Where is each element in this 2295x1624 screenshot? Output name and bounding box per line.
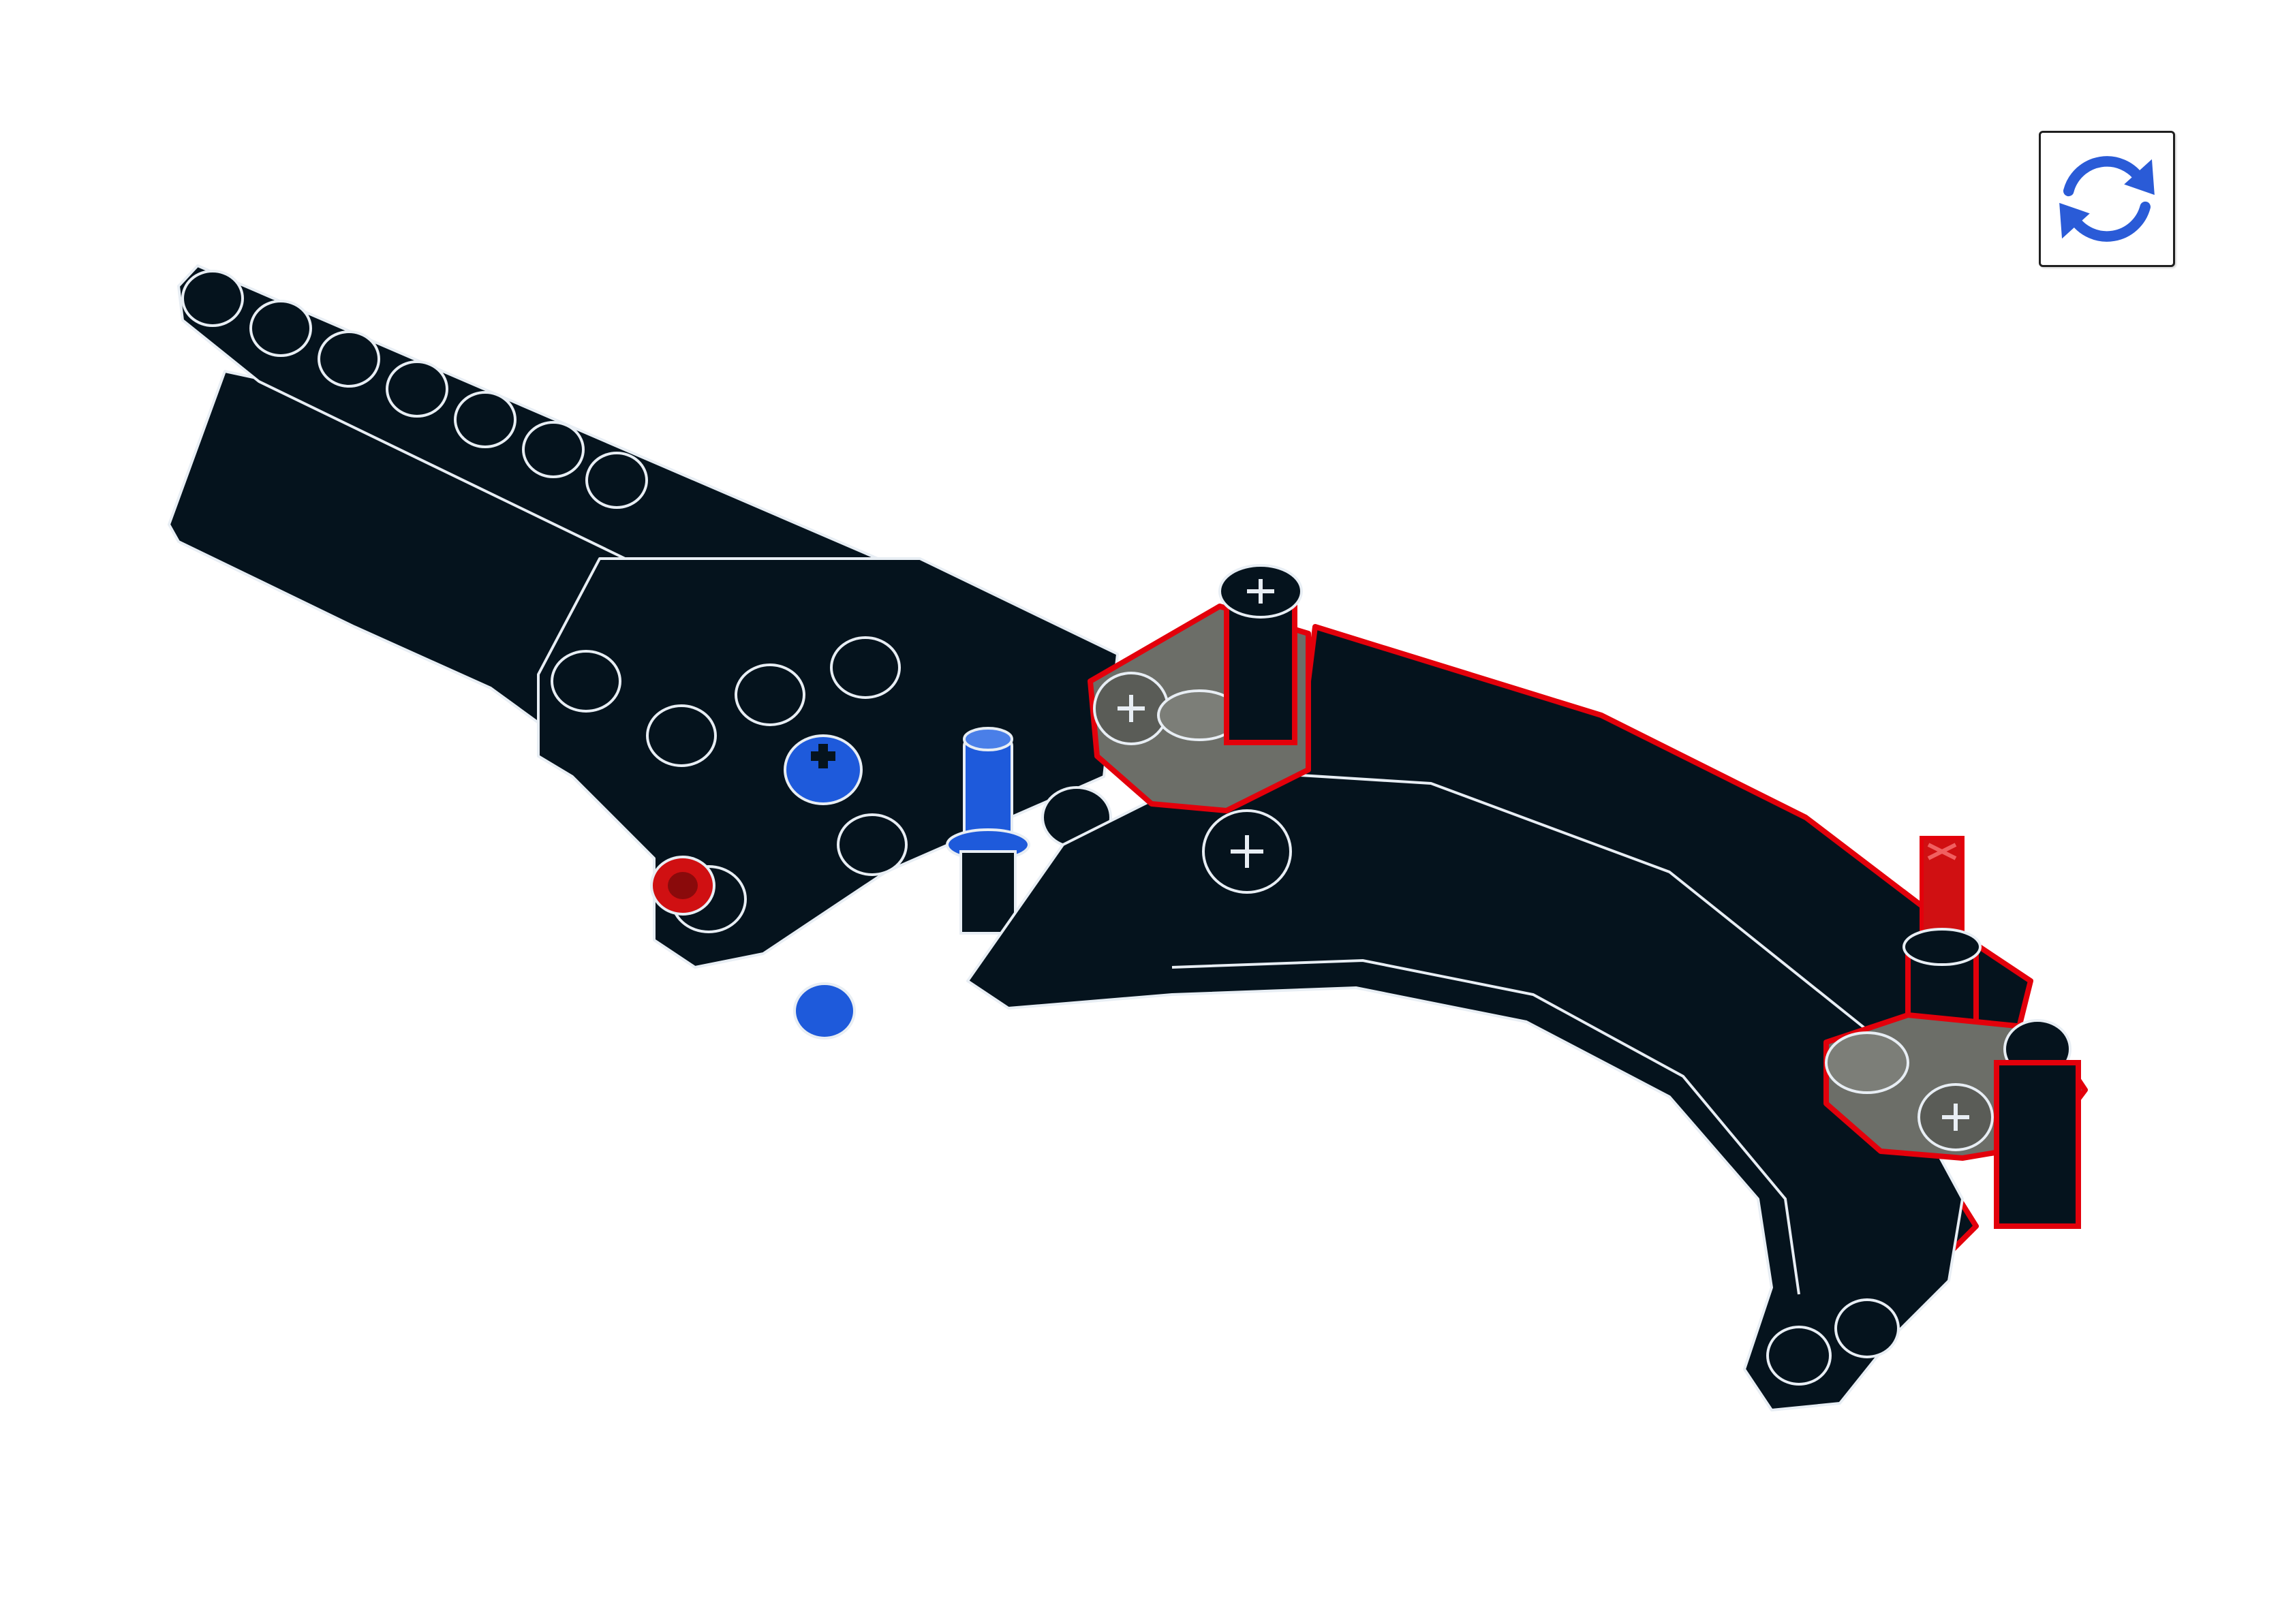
- blue-pin-lower: [793, 982, 856, 1040]
- curved-base-inner-edge: [1171, 958, 1800, 1295]
- red-pin: [650, 856, 715, 916]
- black-curved-base: [966, 768, 1964, 1411]
- dark-bluish-gray-connector-right: [1823, 1012, 2088, 1229]
- base-end-holes: [1766, 1298, 1900, 1386]
- beam-holes: [181, 270, 648, 509]
- black-axle-hole: [1202, 809, 1292, 894]
- black-axle-pin: [1218, 564, 1303, 745]
- blue-axle-pin: [946, 727, 1030, 935]
- rotate-model-indicator: [2039, 131, 2175, 267]
- blue-pin: [784, 734, 863, 805]
- rotate-model-icon: [2059, 156, 2155, 242]
